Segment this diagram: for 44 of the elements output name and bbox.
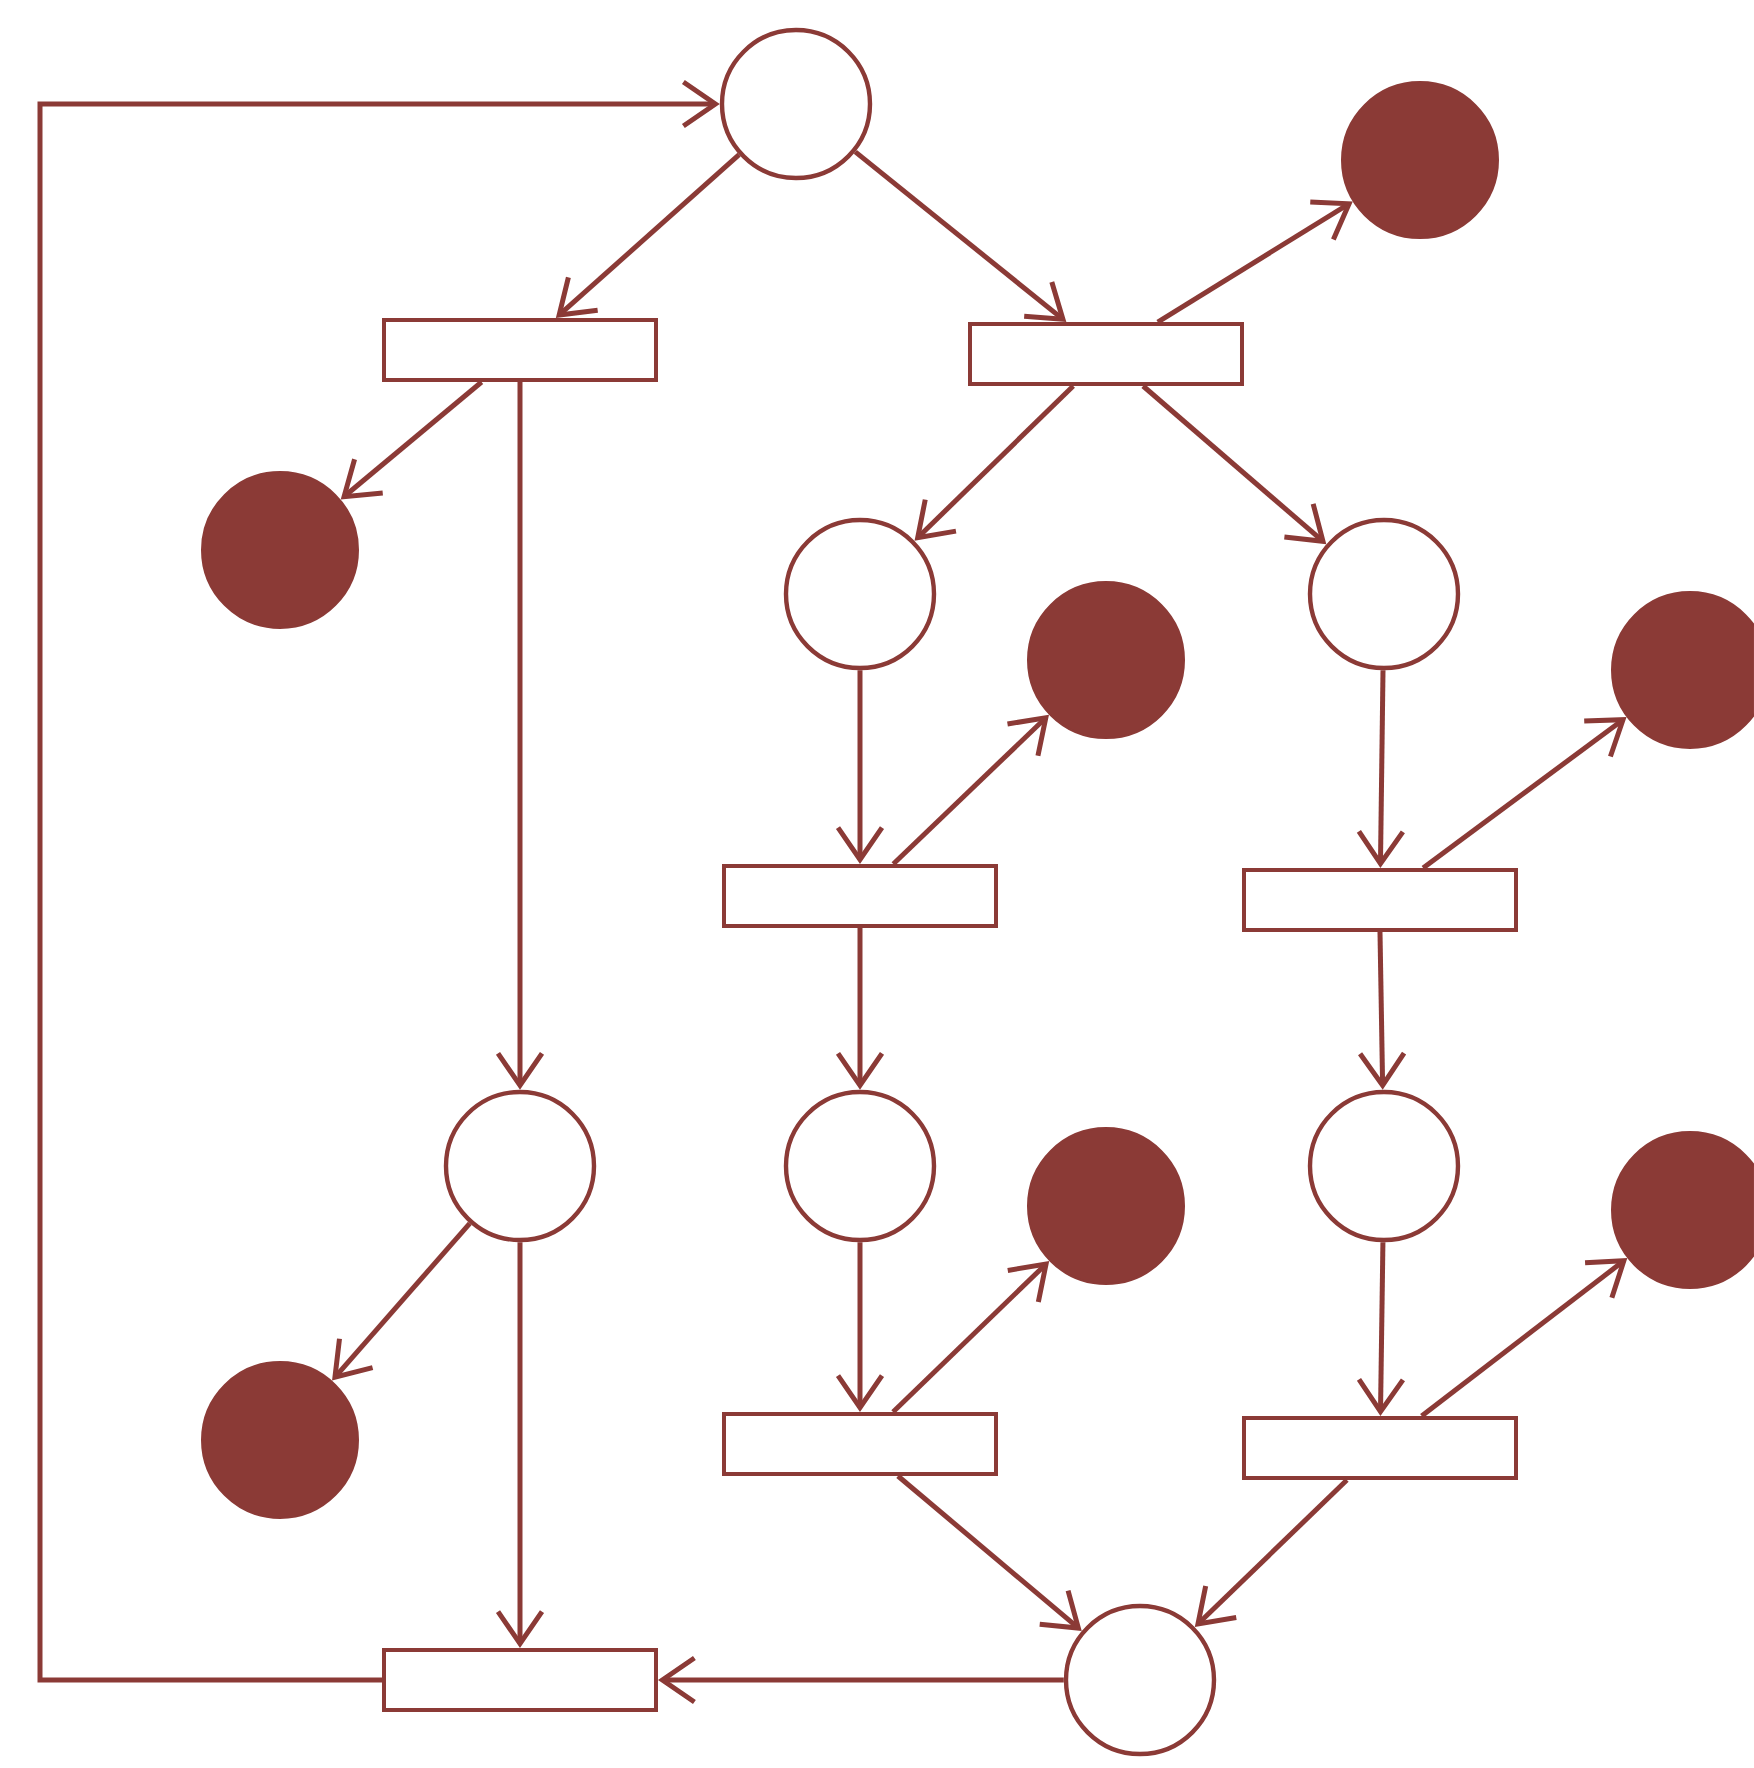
- arrow: [1356, 670, 1405, 868]
- transition-bar: [1242, 1416, 1518, 1480]
- arrow: [332, 1221, 472, 1381]
- arrow: [835, 928, 885, 1090]
- arrow: [891, 1260, 1050, 1414]
- transition-bar: [382, 318, 658, 382]
- arrow: [835, 670, 885, 864]
- arrow: [1141, 384, 1327, 545]
- arrow: [555, 152, 741, 318]
- arrow: [340, 380, 484, 500]
- place-circle: [783, 1089, 937, 1243]
- arrow: [37, 79, 720, 1683]
- place-circle: [719, 27, 873, 181]
- place-circle: [443, 1089, 597, 1243]
- arrow: [658, 1655, 1064, 1705]
- arrow: [1358, 931, 1407, 1090]
- token-dot: [1611, 1131, 1754, 1289]
- arrow: [1356, 1242, 1405, 1416]
- arrow: [835, 1242, 885, 1412]
- arrow: [896, 1474, 1082, 1631]
- transition-bar: [722, 1412, 998, 1476]
- arrow: [1156, 199, 1353, 325]
- place-circle: [1063, 1603, 1217, 1757]
- token-dot: [1027, 1127, 1185, 1285]
- token-dot: [201, 1361, 359, 1519]
- token-dot: [1611, 591, 1754, 749]
- arrow: [853, 149, 1067, 322]
- arrow: [495, 1242, 545, 1648]
- arrow: [1420, 1258, 1628, 1418]
- arrow: [495, 382, 545, 1090]
- transition-bar: [382, 1648, 658, 1712]
- place-circle: [783, 517, 937, 671]
- transition-bar: [722, 864, 998, 928]
- transition-bar: [968, 322, 1244, 386]
- transition-bar: [1242, 868, 1518, 932]
- arrow: [1194, 1478, 1349, 1628]
- token-dot: [201, 471, 359, 629]
- arrow: [1421, 717, 1627, 871]
- arrow: [914, 384, 1075, 541]
- token-dot: [1341, 81, 1499, 239]
- arrow: [891, 714, 1049, 866]
- token-dot: [1027, 581, 1185, 739]
- place-circle: [1307, 517, 1461, 671]
- place-circle: [1307, 1089, 1461, 1243]
